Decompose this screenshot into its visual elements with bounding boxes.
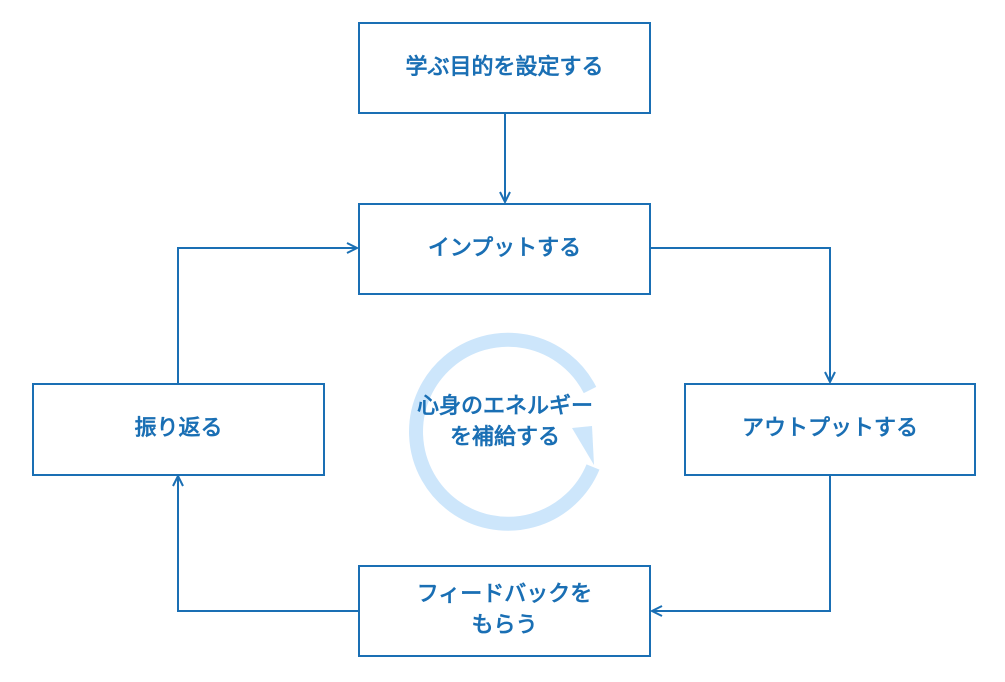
center-label-line1: 心身のエネルギー xyxy=(416,394,593,419)
arrow-input-to-output xyxy=(650,247,830,382)
node-output-label: アウトプットする xyxy=(741,416,918,442)
center-label: 心身のエネルギー を補給する xyxy=(385,392,625,454)
node-feedback-label-line1: フィードバックを xyxy=(416,582,593,608)
node-goal-label: 学ぶ目的を設定する xyxy=(405,54,604,80)
refresh-cycle-icon xyxy=(409,332,600,531)
node-feedback: フィードバックを もらう xyxy=(358,565,651,657)
center-label-line2: を補給する xyxy=(449,424,560,450)
node-input: インプットする xyxy=(358,203,651,295)
arrow-reflect-to-input xyxy=(177,248,357,383)
node-output: アウトプットする xyxy=(684,383,976,476)
node-reflect-label: 振り返る xyxy=(134,416,223,442)
node-feedback-label-line2: もらう xyxy=(471,613,538,638)
node-input-label: インプットする xyxy=(427,235,582,261)
node-goal: 学ぶ目的を設定する xyxy=(358,22,651,114)
arrow-output-to-feedback xyxy=(652,476,831,611)
node-reflect: 振り返る xyxy=(32,383,325,476)
arrow-feedback-to-reflect xyxy=(178,476,359,612)
